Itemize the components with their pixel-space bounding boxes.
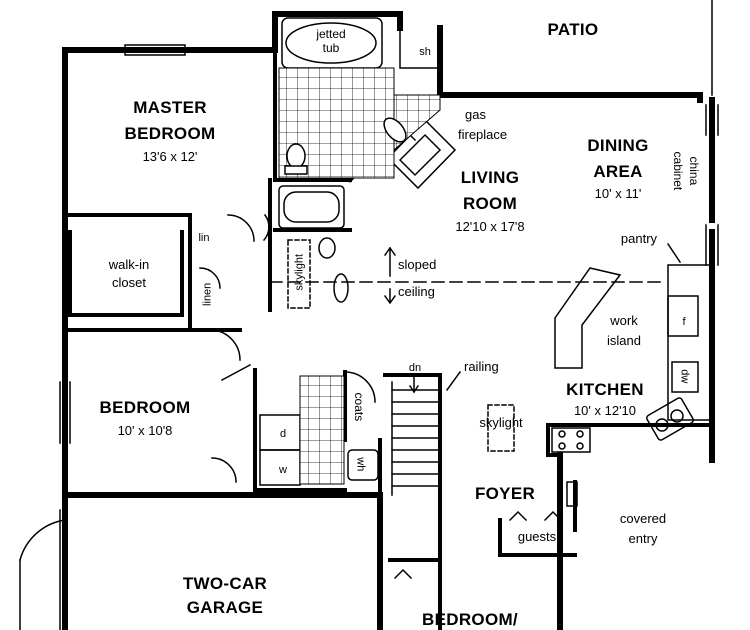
bedroom-label: BEDROOM [99,398,191,417]
master-bedroom-dimensions: 13'6 x 12' [142,149,198,164]
interior-walls [63,12,714,630]
fireplace-label: fireplace [458,127,508,142]
bath-skylight-label: skylight [293,253,306,291]
foyer-label: FOYER [474,484,536,503]
bedroom-dimensions: 10' x 10'8 [117,423,173,438]
dining-area-label-1: DINING [587,136,649,155]
dining-area-label-2: AREA [593,162,643,181]
ceiling-label: ceiling [398,284,435,299]
jetted-tub-label-2: tub [322,41,340,55]
bedroom-2-label: BEDROOM/ [422,610,518,629]
work-island-label-2: island [607,333,641,348]
sloped-label: sloped [398,257,437,272]
pantry-label: pantry [620,231,658,246]
exterior-walls [62,11,715,630]
master-bedroom-label-1: MASTER [133,98,207,117]
walk-in-closet-label-1: walk-in [108,257,150,272]
walk-in-closet-label-2: closet [112,275,146,290]
living-room-label-2: ROOM [462,194,518,213]
gas-label: gas [465,107,486,122]
lin-label: lin [198,232,210,244]
dishwasher-label: dw [678,369,691,384]
kitchen-label: KITCHEN [566,380,644,399]
washer-label: w [279,464,287,476]
covered-entry-label-2: entry [628,531,658,546]
covered-entry-label-1: covered [619,511,667,526]
water-heater-label: wh [354,457,367,472]
fixtures [19,0,719,630]
garage-label-2: GARAGE [186,598,264,617]
coats-label: coats [351,392,366,422]
patio-label: PATIO [547,20,599,39]
linen-label: linen [201,282,214,306]
work-island-label-1: work [610,313,638,328]
kitchen-dimensions: 10' x 12'10 [573,403,637,418]
shower-label: sh [419,46,431,58]
dining-area-dimensions: 10' x 11' [594,186,642,201]
stairs-down-label: dn [408,362,422,374]
fridge-label: f [682,316,686,328]
cabinet-label: cabinet [670,151,685,191]
living-room-label-1: LIVING [460,168,520,187]
foyer-skylight-label: skylight [479,415,523,430]
master-bedroom-label-2: BEDROOM [124,124,216,143]
jetted-tub-label-1: jetted [316,27,346,41]
dryer-label: d [279,428,287,440]
china-label: china [686,156,701,186]
garage-label-1: TWO-CAR [182,574,268,593]
guests-closet-label: guests [517,529,557,544]
railing-label: railing [464,359,499,374]
living-room-dimensions: 12'10 x 17'8 [455,219,525,234]
